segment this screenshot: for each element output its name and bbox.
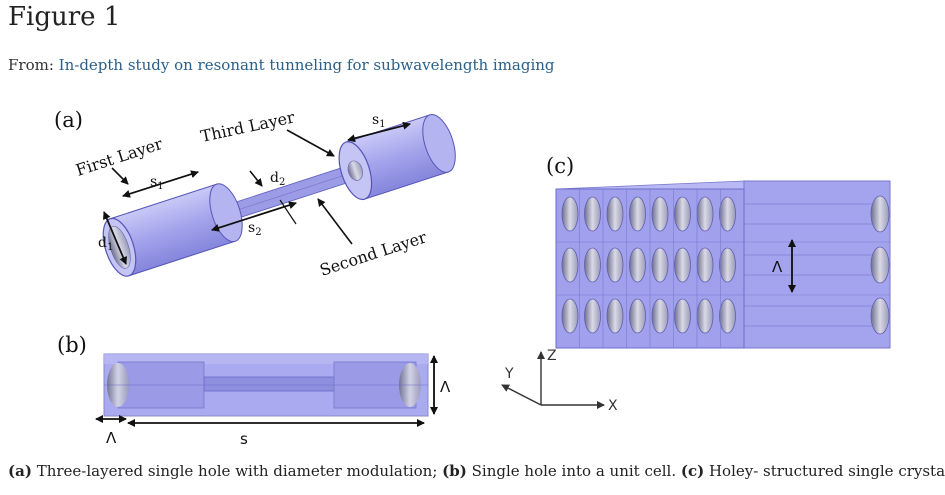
- crystal-hole: [719, 247, 736, 283]
- source-article-link[interactable]: In-depth study on resonant tunneling for…: [58, 56, 555, 74]
- panel-b-label: (b): [57, 333, 87, 357]
- crystal-hole: [606, 247, 624, 283]
- panel-a-label: (a): [54, 108, 83, 132]
- crystal-hole: [561, 196, 579, 232]
- crystal-hole: [696, 298, 714, 334]
- axis-triad: Z X Y: [501, 348, 618, 414]
- crystal-hole: [629, 247, 646, 283]
- crystal-hole: [719, 196, 736, 232]
- third-layer-label: Third Layer: [199, 107, 297, 145]
- axis-z-label: Z: [547, 348, 557, 364]
- panel-c-lambda-label: Λ: [772, 258, 783, 276]
- page-title: Figure 1: [8, 2, 121, 32]
- caption-c-label: (c): [680, 462, 705, 480]
- crystal-hole: [629, 298, 646, 334]
- figure-caption: (a) Three-layered single hole with diame…: [8, 462, 945, 480]
- panel-b: (b) Λ Λ s: [57, 333, 451, 448]
- crystal-hole: [584, 298, 601, 334]
- crystal-hole: [674, 247, 691, 283]
- crystal-side-rows: [744, 195, 890, 335]
- panel-b-lambda-bottom-label: Λ: [106, 429, 117, 447]
- crystal-hole: [696, 247, 714, 283]
- caption-b-label: (b): [442, 462, 467, 480]
- second-layer-label: Second Layer: [317, 227, 429, 279]
- s1-right-label: s1: [372, 112, 386, 130]
- crystal-hole: [584, 247, 601, 283]
- axis-y-label: Y: [504, 366, 514, 382]
- crystal-hole: [606, 298, 624, 334]
- s1-left-label: s1: [150, 174, 164, 192]
- first-layer-label: First Layer: [73, 134, 165, 180]
- crystal-hole: [651, 298, 669, 334]
- crystal-hole-grid: [556, 189, 890, 348]
- d1-label: d1: [98, 235, 113, 253]
- crystal-side-hole: [870, 297, 890, 335]
- crystal-hole: [584, 196, 601, 232]
- caption-b-text: Single hole into a unit cell.: [466, 462, 681, 480]
- panel-c: (c) Λ: [546, 154, 891, 349]
- source-line: From: In-depth study on resonant tunneli…: [8, 56, 555, 74]
- d2-label: d2: [270, 170, 285, 188]
- crystal-hole: [651, 247, 669, 283]
- crystal-hole: [696, 196, 714, 232]
- crystal-hole: [561, 298, 579, 334]
- panel-c-label: (c): [546, 154, 574, 178]
- crystal-side-hole: [870, 246, 890, 284]
- three-layer-hole: [102, 114, 456, 277]
- crystal-hole: [561, 247, 579, 283]
- source-prefix: From:: [8, 56, 54, 74]
- crystal-hole: [651, 196, 669, 232]
- axis-x-label: X: [608, 398, 618, 414]
- caption-c-text: Holey- structured single crystal.: [704, 462, 945, 480]
- crystal-hole: [674, 298, 691, 334]
- crystal-hole: [606, 196, 624, 232]
- s2-label: s2: [248, 220, 262, 238]
- panel-a: (a) First Layer Third Layer Second Layer…: [54, 107, 456, 280]
- crystal-hole: [719, 298, 736, 334]
- crystal-hole: [674, 196, 691, 232]
- panel-b-s-label: s: [240, 430, 248, 448]
- caption-a-text: Three-layered single hole with diameter …: [31, 462, 443, 480]
- crystal-hole: [629, 196, 646, 232]
- panel-b-lambda-label: Λ: [440, 378, 451, 396]
- crystal-side-hole: [870, 195, 890, 233]
- caption-a-label: (a): [8, 462, 32, 480]
